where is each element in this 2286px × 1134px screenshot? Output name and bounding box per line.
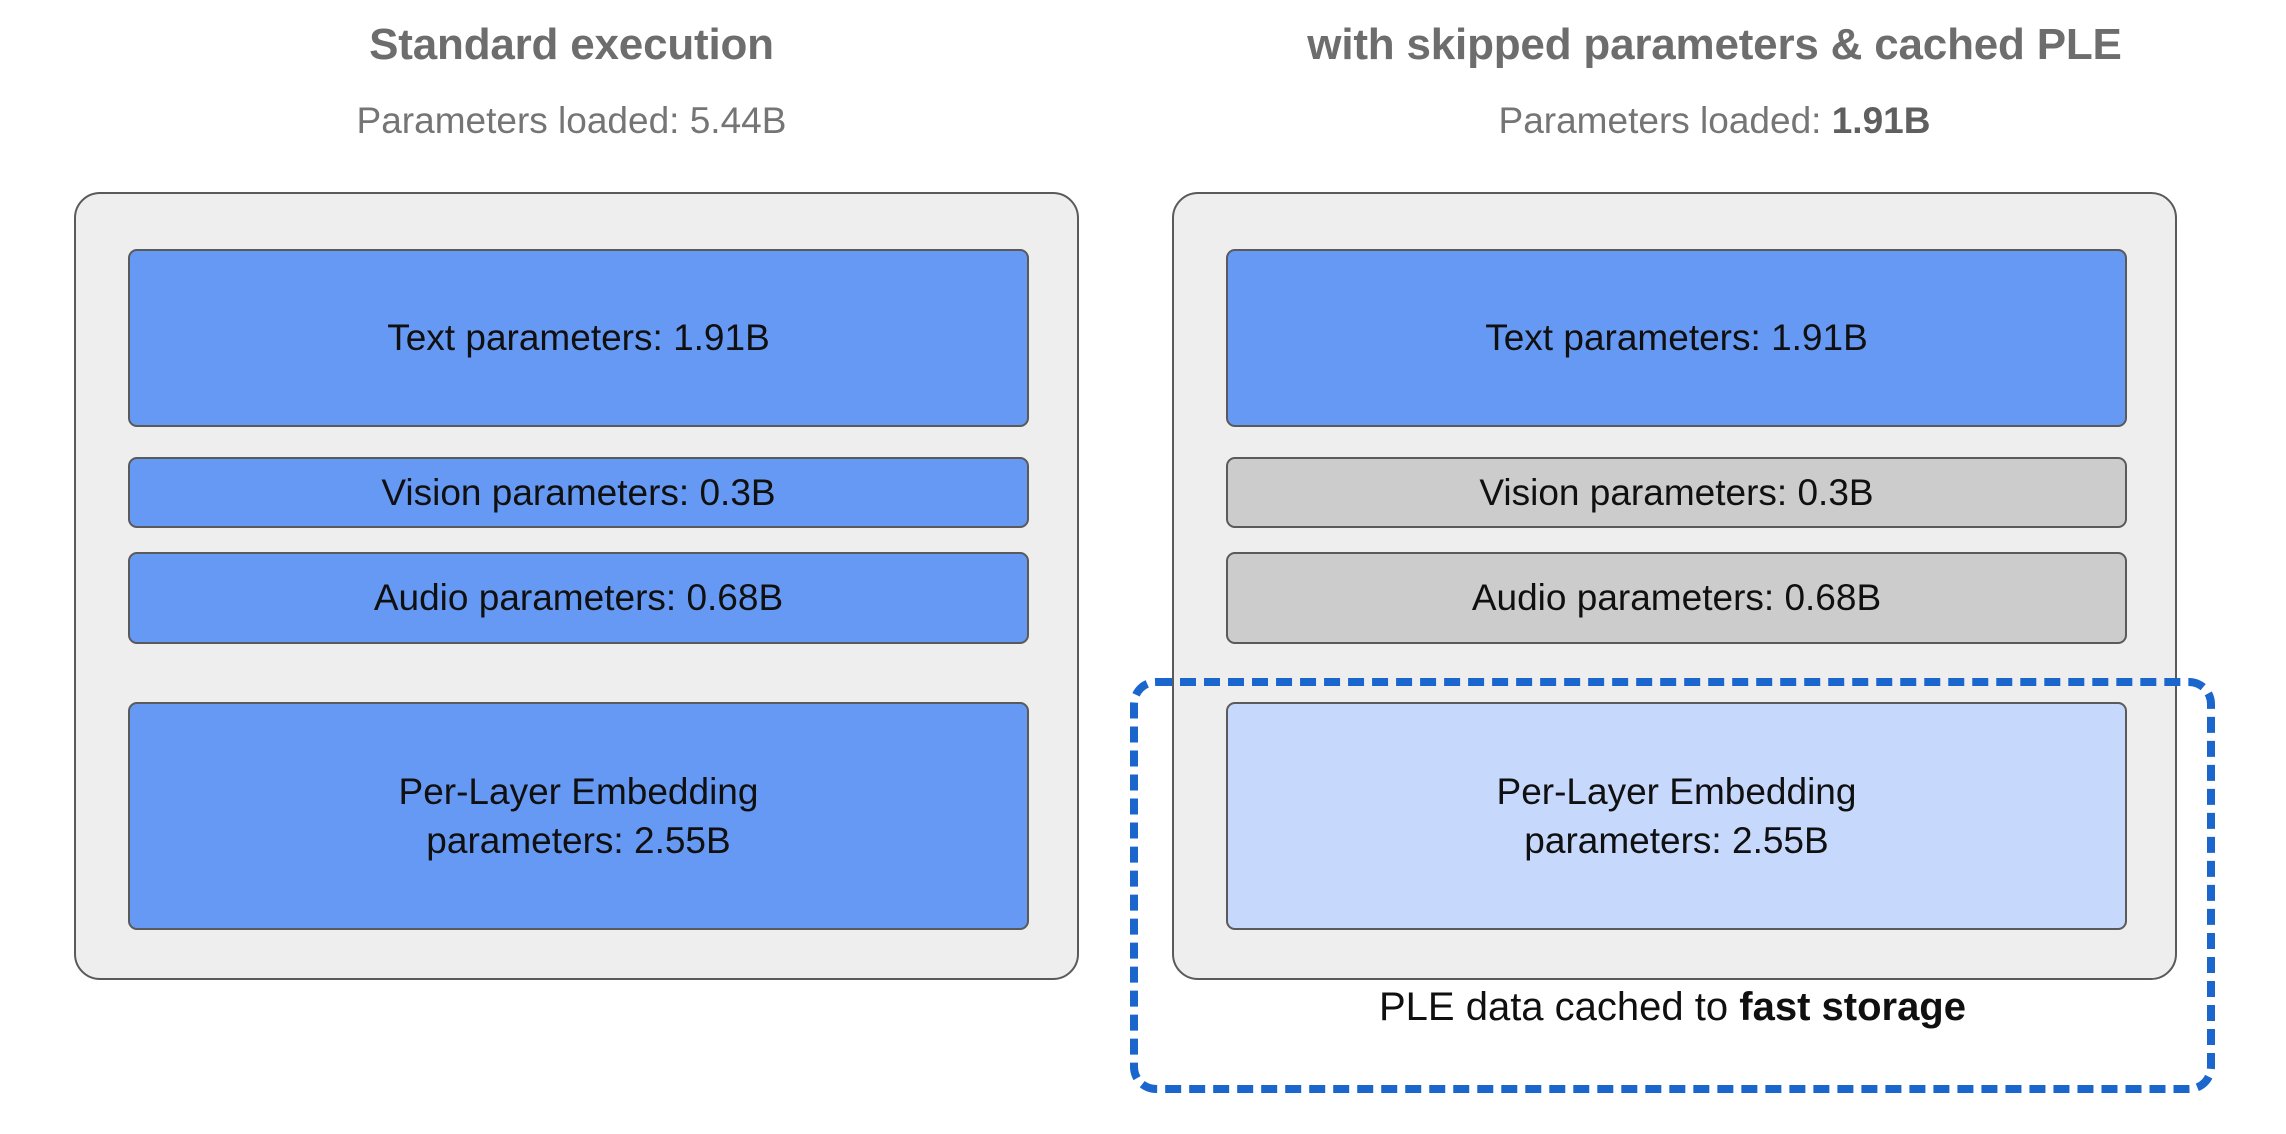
cache-caption-prefix: PLE data cached to	[1378, 985, 1740, 1029]
block-text-parameters-standard: Text parameters: 1.91B	[128, 249, 1029, 427]
panel-standard-execution: Standard execution Parameters loaded: 5.…	[0, 20, 1143, 980]
block-ple-line2-standard: parameters: 2.55B	[426, 820, 731, 861]
block-vision-parameters-skipped: Vision parameters: 0.3B	[1226, 457, 2127, 528]
subtitle-value-skipped: 1.91B	[1831, 100, 1931, 141]
panel-subtitle-skipped: Parameters loaded: 1.91B	[1143, 100, 2286, 142]
panel-skipped-and-cached: with skipped parameters & cached PLE Par…	[1143, 0, 2286, 1134]
block-ple-parameters-standard: Per-Layer Embedding parameters: 2.55B	[128, 702, 1029, 930]
subtitle-value-standard: 5.44B	[689, 100, 787, 141]
block-vision-parameters-standard: Vision parameters: 0.3B	[128, 457, 1029, 528]
block-ple-parameters-cached: Per-Layer Embedding parameters: 2.55B	[1226, 702, 2127, 930]
model-card-skipped: Text parameters: 1.91B Vision parameters…	[1172, 192, 2177, 980]
panel-title-standard: Standard execution	[369, 20, 774, 69]
block-audio-parameters-skipped: Audio parameters: 0.68B	[1226, 552, 2127, 644]
panel-subtitle-standard: Parameters loaded: 5.44B	[0, 100, 1143, 142]
cache-caption-strong: fast storage	[1739, 985, 1966, 1029]
block-text-parameters-skipped: Text parameters: 1.91B	[1226, 249, 2127, 427]
subtitle-prefix-standard: Parameters loaded:	[356, 100, 690, 141]
block-ple-line1-cached: Per-Layer Embedding	[1496, 770, 1857, 812]
block-audio-parameters-standard: Audio parameters: 0.68B	[128, 552, 1029, 644]
block-ple-line2-cached: parameters: 2.55B	[1524, 820, 1829, 861]
model-card-standard: Text parameters: 1.91B Vision parameters…	[74, 192, 1079, 980]
subtitle-prefix-skipped: Parameters loaded:	[1498, 100, 1832, 141]
block-ple-line1-standard: Per-Layer Embedding	[398, 770, 759, 812]
cache-caption: PLE data cached to fast storage	[1130, 985, 2215, 1030]
panel-title-skipped: with skipped parameters & cached PLE	[1307, 20, 2122, 69]
